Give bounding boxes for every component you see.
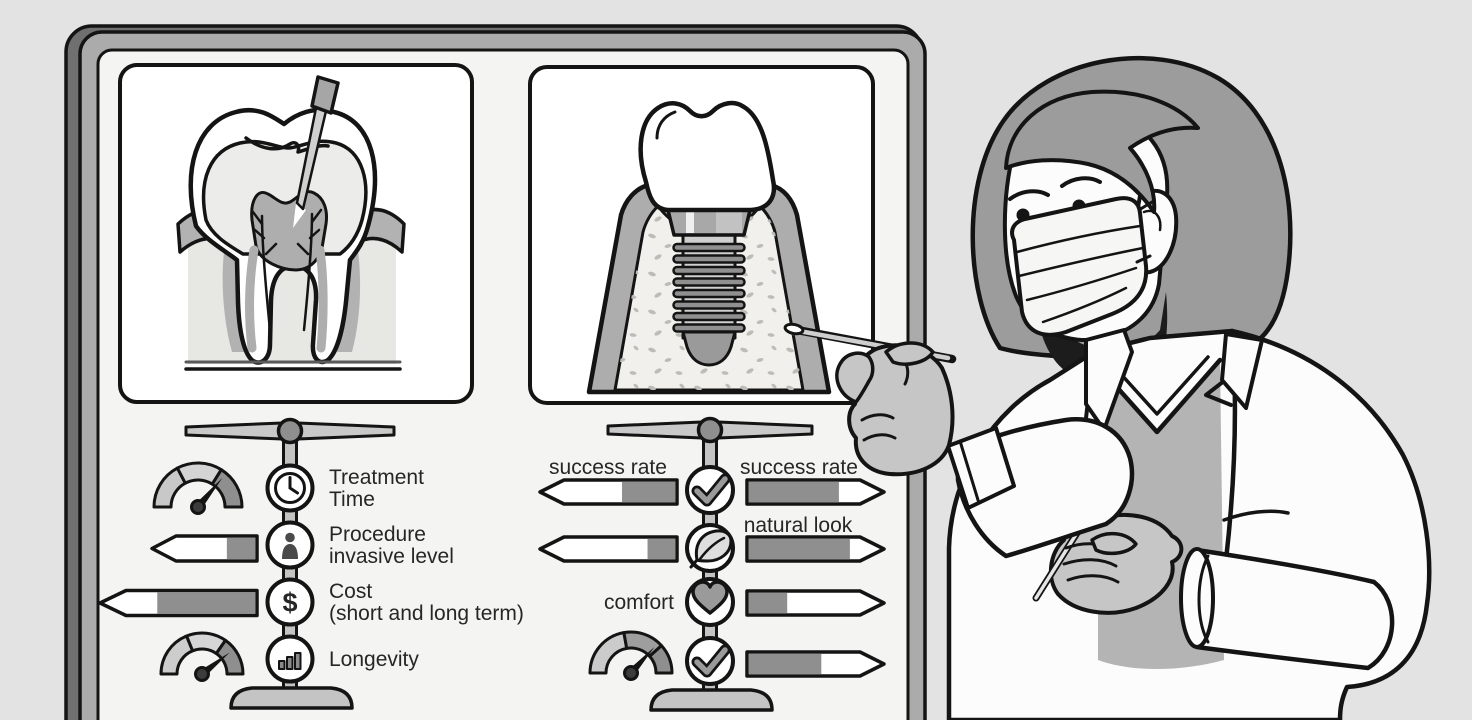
root-canal-right bbox=[315, 245, 328, 353]
comfort-right-bar-fill bbox=[748, 592, 788, 614]
longevity-gauge bbox=[159, 631, 245, 682]
sleeve-cuff bbox=[1179, 547, 1215, 649]
dentist-character bbox=[783, 55, 1432, 720]
cost-label-line1: Cost bbox=[329, 580, 372, 603]
treatment-time-gauge bbox=[152, 461, 244, 515]
invasive-level-label-line2: invasive level bbox=[329, 545, 454, 568]
hair-front bbox=[1004, 89, 1200, 214]
natural-look-right-bar bbox=[745, 535, 886, 563]
longevity-label: Longevity bbox=[329, 648, 419, 671]
cuff-inner-line bbox=[1197, 554, 1210, 644]
root-canal-panel bbox=[118, 63, 474, 404]
implant-crown bbox=[638, 100, 777, 213]
bar-chart-icon bbox=[278, 652, 302, 670]
crossbar-hub bbox=[696, 416, 724, 444]
heart-icon bbox=[691, 580, 729, 615]
comfort-label: comfort bbox=[604, 591, 674, 614]
mask-fold-lines bbox=[1015, 224, 1145, 324]
natural-look-left-bar-fill bbox=[647, 538, 676, 560]
ear-inner-line bbox=[1142, 209, 1162, 232]
success-rate-right-label: success rate bbox=[740, 456, 858, 479]
natural-look-label: natural look bbox=[744, 514, 853, 537]
sweater-vneck-inner bbox=[1108, 355, 1210, 416]
cost-bar-fill bbox=[157, 592, 256, 614]
natural-look-left-bar bbox=[538, 535, 679, 563]
natural-look-right-bar-fill bbox=[748, 538, 850, 560]
implant-longevity-gauge bbox=[588, 630, 674, 681]
thumb-right bbox=[884, 341, 935, 366]
leaf-icon bbox=[689, 529, 733, 569]
abutment-highlight bbox=[686, 212, 694, 233]
thumb-left bbox=[1090, 531, 1138, 556]
stand-base bbox=[649, 688, 774, 712]
nerve-branches bbox=[251, 208, 323, 332]
dollar-icon: $ bbox=[282, 588, 297, 618]
check-icon bbox=[691, 473, 731, 507]
treatment-time-label-line2: Time bbox=[329, 488, 375, 511]
pointer-tip bbox=[783, 322, 805, 336]
success-rate-right-bar-fill bbox=[748, 481, 839, 503]
crossbar-hub bbox=[276, 417, 304, 445]
dental-implant-illustration bbox=[586, 100, 832, 395]
implant-panel bbox=[528, 65, 875, 405]
invasive-level-label-line1: Procedure bbox=[329, 523, 426, 546]
implant-overall-right-bar-fill bbox=[748, 653, 822, 675]
cost-label-line2: (short and long term) bbox=[329, 602, 524, 625]
success-rate-left-bar bbox=[538, 478, 679, 506]
implant-threads bbox=[672, 242, 746, 333]
crown-highlight bbox=[655, 110, 677, 140]
comfort-right-bar bbox=[745, 589, 886, 617]
stand-base bbox=[229, 686, 354, 710]
root-canal-left bbox=[245, 245, 259, 353]
invasive-level-bar bbox=[150, 534, 259, 563]
cost-bar bbox=[98, 588, 259, 618]
raised-cuff-inner-line bbox=[958, 439, 980, 502]
endodontic-file-handle bbox=[310, 75, 340, 115]
implant-comparison-column: success rate success rate natural look bbox=[538, 416, 886, 712]
abutment-shade bbox=[716, 212, 742, 233]
root-canal-comparison-column: Treatment Time Procedure invasive level … bbox=[98, 417, 524, 710]
clock-icon bbox=[274, 472, 306, 504]
invasive-level-bar-fill bbox=[226, 537, 256, 560]
person-icon bbox=[282, 532, 298, 559]
index-finger-right bbox=[835, 351, 875, 404]
collar-flap-left bbox=[1084, 328, 1134, 432]
eyebrow-left bbox=[1008, 189, 1050, 201]
collar-flap-right bbox=[1220, 332, 1264, 410]
success-rate-left-bar-fill bbox=[622, 481, 676, 503]
success-rate-left-label: success rate bbox=[549, 456, 667, 479]
check-icon bbox=[691, 644, 731, 678]
mask-strap bbox=[1135, 200, 1154, 264]
success-rate-right-bar bbox=[745, 478, 886, 506]
surgical-mask bbox=[1010, 196, 1149, 337]
tooth-cross-section-illustration bbox=[176, 75, 406, 371]
chest-pocket-line bbox=[1222, 509, 1290, 522]
gloved-hand-right bbox=[847, 343, 955, 477]
eyebrow-right bbox=[1060, 176, 1102, 188]
dollar-icon-circle bbox=[265, 577, 315, 627]
treatment-time-label-line1: Treatment bbox=[329, 466, 424, 489]
raised-sleeve-cuff bbox=[946, 426, 1016, 510]
implant-tip bbox=[681, 330, 737, 367]
implant-overall-right-bar bbox=[745, 650, 886, 678]
